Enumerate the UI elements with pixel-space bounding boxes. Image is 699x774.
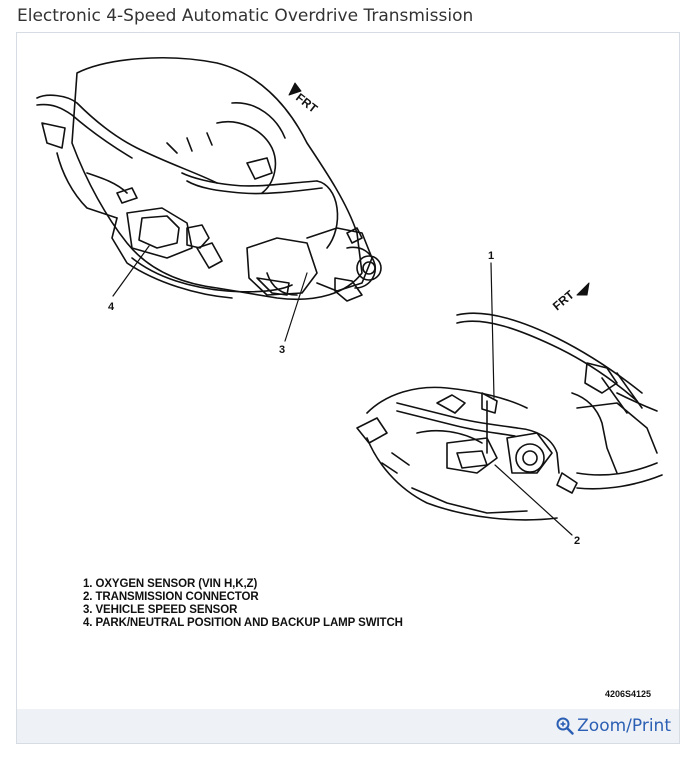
callout-1: 1 (488, 250, 494, 262)
callout-2: 2 (574, 535, 580, 547)
legend-item: 3. VEHICLE SPEED SENSOR (83, 604, 238, 616)
diagram-frame: FRT FRT 1 2 3 4 1. OXYGEN SENSOR (VIN H,… (16, 32, 680, 744)
legend-item: 2. TRANSMISSION CONNECTOR (83, 591, 259, 603)
frt-arrow-lower (576, 282, 590, 296)
callout-3: 3 (279, 344, 285, 356)
diagram-footer: Zoom/Print (17, 709, 679, 743)
figure-code: 4206S4125 (605, 689, 652, 699)
frt-label-upper: FRT (293, 90, 321, 116)
legend-item: 4. PARK/NEUTRAL POSITION AND BACKUP LAMP… (83, 617, 403, 629)
zoom-print-link[interactable]: Zoom/Print (556, 716, 671, 736)
zoom-print-label: Zoom/Print (577, 716, 671, 736)
upper-transmission-drawing (36, 57, 382, 302)
page-title: Electronic 4-Speed Automatic Overdrive T… (17, 6, 474, 26)
transmission-diagram: FRT FRT 1 2 3 4 (36, 57, 663, 547)
legend-item: 1. OXYGEN SENSOR (VIN H,K,Z) (83, 578, 258, 590)
magnifier-plus-icon (556, 717, 574, 735)
frt-arrow-upper (288, 82, 302, 96)
frt-label-lower: FRT (550, 287, 577, 313)
lower-transmission-drawing (356, 312, 663, 521)
callout-4: 4 (108, 301, 115, 313)
diagram-legend: 1. OXYGEN SENSOR (VIN H,K,Z) 2. TRANSMIS… (83, 578, 403, 630)
